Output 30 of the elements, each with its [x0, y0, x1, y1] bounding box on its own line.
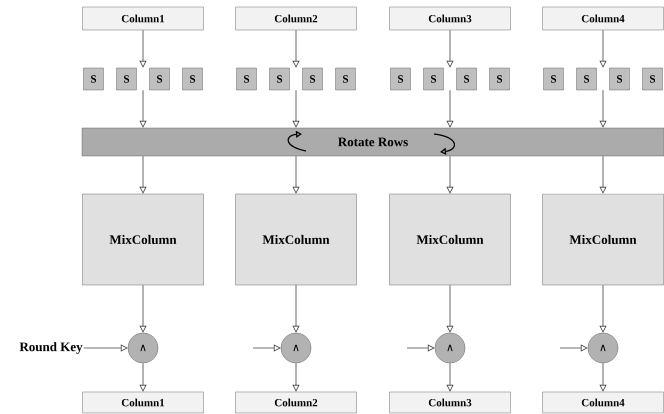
sbox: S: [609, 68, 630, 90]
column-box: Column1: [82, 392, 204, 414]
rotate-rows-bar: Rotate Rows: [82, 128, 664, 156]
sbox: S: [182, 68, 203, 90]
sbox: S: [149, 68, 170, 90]
column-box: Column2: [235, 6, 357, 30]
column-box: Column1: [82, 6, 204, 30]
sbox: S: [642, 68, 663, 90]
sbox: S: [543, 68, 564, 90]
mixcolumn-box: MixColumn: [82, 194, 204, 286]
column-box: Column4: [542, 392, 664, 414]
column-box: Column3: [389, 6, 511, 30]
sbox: S: [489, 68, 510, 90]
sbox: S: [576, 68, 597, 90]
sbox: S: [335, 68, 356, 90]
mixcolumn-box: MixColumn: [542, 194, 664, 286]
column-box: Column4: [542, 6, 664, 30]
mixcolumn-box: MixColumn: [235, 194, 357, 286]
sbox: S: [302, 68, 323, 90]
round-key-label: Round Key: [20, 342, 82, 354]
sbox: S: [423, 68, 444, 90]
sbox: S: [456, 68, 477, 90]
sbox: S: [83, 68, 104, 90]
column-box: Column3: [389, 392, 511, 414]
sbox: S: [116, 68, 137, 90]
column-box: Column2: [235, 392, 357, 414]
mixcolumn-box: MixColumn: [389, 194, 511, 286]
sbox: S: [269, 68, 290, 90]
sbox: S: [390, 68, 411, 90]
sbox: S: [236, 68, 257, 90]
